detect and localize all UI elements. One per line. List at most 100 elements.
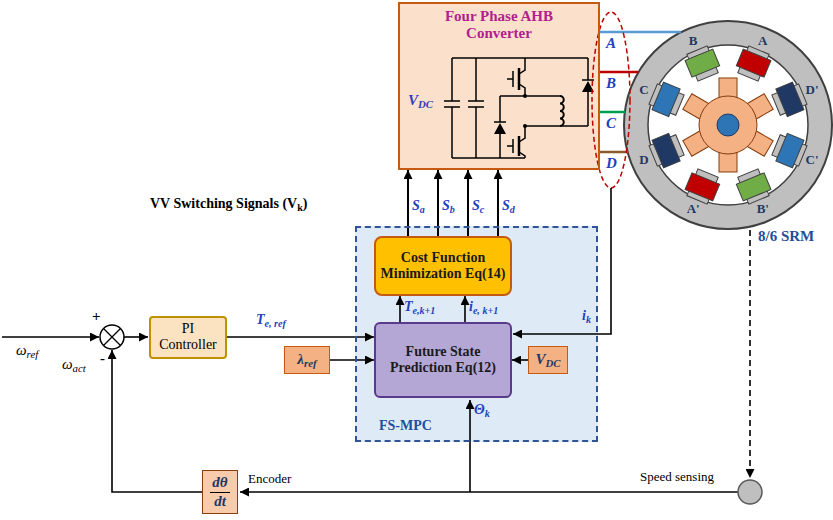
label-text: S bbox=[502, 198, 510, 213]
input-box: λref bbox=[284, 346, 330, 374]
signal-name: ωref bbox=[16, 342, 38, 361]
block-label: Speed sensing bbox=[640, 470, 714, 485]
capacitor-symbol bbox=[444, 58, 460, 158]
symbol: λ bbox=[297, 351, 304, 367]
coil-symbol bbox=[560, 96, 564, 126]
coil-symbol bbox=[652, 133, 680, 168]
subscript: k bbox=[297, 202, 303, 213]
pole-label: D' bbox=[806, 83, 819, 98]
signal-name: Sc bbox=[472, 198, 484, 216]
capacitor-symbol bbox=[468, 58, 484, 158]
coil-symbol bbox=[685, 173, 720, 201]
voltage-subscript: DC bbox=[418, 98, 433, 110]
label-text: + bbox=[92, 308, 101, 324]
junction-dot bbox=[523, 94, 527, 98]
signal-name: ie, k+1 bbox=[469, 299, 498, 317]
phase-wire bbox=[600, 71, 638, 74]
phase-wire bbox=[600, 31, 681, 34]
phase-wire bbox=[600, 111, 625, 114]
label-text: C bbox=[639, 82, 648, 97]
box-text: Cost Function Minimization Eq(14) bbox=[380, 250, 506, 282]
switch-symbol bbox=[518, 68, 521, 90]
stator-ring bbox=[624, 21, 832, 229]
dc-rail bbox=[452, 57, 588, 59]
label-text: i bbox=[469, 299, 473, 314]
box-title: Four Phase AHB Converter bbox=[424, 8, 574, 43]
label-text: S bbox=[412, 198, 420, 213]
encoder-line bbox=[240, 491, 738, 493]
label-text: Θ bbox=[474, 402, 485, 417]
label-text: ω bbox=[62, 356, 73, 372]
stator-pole bbox=[770, 131, 808, 170]
pole-label: B bbox=[689, 33, 698, 48]
label-text: Encoder bbox=[248, 471, 291, 486]
motor-label: 8/6 SRM bbox=[758, 228, 814, 245]
coil-symbol bbox=[776, 82, 804, 117]
coil-symbol bbox=[685, 49, 720, 77]
label-text: Speed sensing bbox=[640, 469, 714, 484]
converter-fill bbox=[398, 2, 600, 170]
phase-label: B bbox=[606, 75, 616, 92]
signal-arrow bbox=[512, 359, 528, 361]
pole-label: D bbox=[639, 152, 648, 167]
junction-dot bbox=[523, 124, 527, 128]
reference-line bbox=[2, 336, 99, 338]
signal-arrow bbox=[330, 359, 374, 361]
converter-circuit bbox=[444, 58, 594, 158]
subscript: c bbox=[480, 204, 484, 215]
current-sense-oval bbox=[592, 12, 630, 188]
label-text: A' bbox=[687, 201, 700, 216]
pole-label: C bbox=[639, 83, 648, 98]
box-text: PI Controller bbox=[155, 321, 221, 353]
coil-symbol bbox=[736, 49, 771, 77]
label-text: i bbox=[582, 308, 586, 323]
symbol: V bbox=[535, 351, 545, 367]
controller-box: PI Controller bbox=[149, 316, 227, 359]
label-text: T bbox=[404, 299, 413, 314]
label-text: - bbox=[100, 350, 105, 366]
coil-symbol bbox=[736, 173, 771, 201]
stator-pole bbox=[683, 167, 722, 205]
subscript: e,k+1 bbox=[413, 305, 436, 316]
label-text: A bbox=[758, 32, 767, 47]
box-label: Future State Prediction Eq(12) bbox=[380, 344, 506, 376]
label-text: S bbox=[442, 198, 450, 213]
box-label: PI Controller bbox=[155, 321, 221, 353]
numerator: dθ bbox=[210, 474, 229, 492]
signal-arrow bbox=[399, 296, 401, 322]
summing-junction bbox=[104, 329, 121, 346]
phase-label: C bbox=[606, 115, 616, 132]
block-label: Encoder bbox=[248, 472, 291, 487]
sign-label: + bbox=[92, 308, 101, 325]
signal-name: Sa bbox=[412, 198, 425, 216]
subscript: b bbox=[450, 204, 455, 215]
speed-sensor bbox=[738, 480, 762, 504]
derivative-box: dθdt bbox=[202, 470, 238, 514]
voltage-label: VDC bbox=[408, 92, 433, 110]
pole-label: A' bbox=[687, 202, 700, 217]
pole-label: A bbox=[758, 33, 767, 48]
denominator: dt bbox=[210, 493, 229, 510]
converter-box: Four Phase AHB ConverterVDC bbox=[398, 2, 600, 170]
rotor bbox=[683, 78, 773, 172]
phase-wire bbox=[600, 151, 628, 154]
stator-pole bbox=[683, 44, 722, 82]
voltage-symbol: V bbox=[408, 92, 418, 108]
summing-junction bbox=[100, 325, 124, 349]
subscript: ref bbox=[27, 348, 39, 360]
stator-pole bbox=[770, 80, 808, 119]
label-text: C bbox=[606, 115, 616, 131]
pole-label: C' bbox=[806, 152, 819, 167]
rotor-shaft bbox=[717, 114, 739, 136]
region-label: FS-MPC bbox=[379, 418, 432, 434]
signal-name: Te,k+1 bbox=[404, 299, 435, 317]
symbol-text: VDC bbox=[535, 351, 560, 370]
error-line bbox=[124, 336, 148, 338]
label-text: 8/6 SRM bbox=[758, 228, 814, 244]
signal-arrow bbox=[464, 296, 466, 322]
label-text: B' bbox=[757, 201, 769, 216]
signal-name: Sd bbox=[502, 198, 515, 216]
label-text: A bbox=[606, 35, 616, 51]
phase-label: A bbox=[606, 35, 616, 52]
